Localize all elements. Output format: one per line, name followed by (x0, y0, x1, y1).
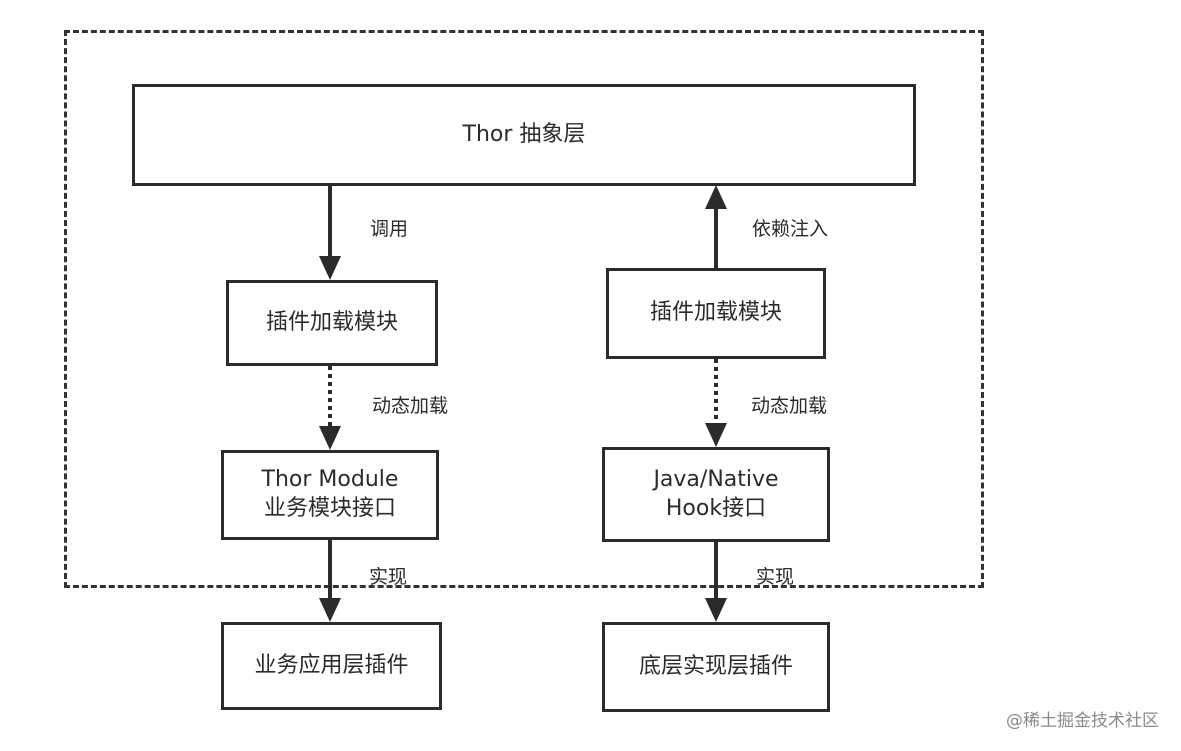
hook-interface-line2: Hook接口 (665, 495, 767, 521)
arrow-implement-left (319, 540, 341, 622)
hook-interface-box: Java/Native Hook接口 (602, 447, 830, 542)
arrow-dynamic-load-left (319, 366, 341, 450)
thor-module-interface-line2: 业务模块接口 (263, 496, 396, 521)
plugin-loader-right-label: 插件加载模块 (649, 300, 782, 326)
arrow-implement-right (705, 542, 727, 622)
business-plugin-label: 业务应用层插件 (254, 652, 409, 678)
thor-module-interface-line1: Thor Module (261, 467, 399, 493)
arrow-dynamic-load-right (705, 359, 727, 447)
plugin-loader-left-box: 插件加载模块 (226, 280, 438, 366)
low-level-plugin-label: 底层实现层插件 (638, 653, 793, 679)
dashed-boundary-frame (64, 30, 984, 588)
thor-module-interface-box: Thor Module 业务模块接口 (221, 450, 439, 540)
edge-label-implement-left: 实现 (369, 566, 408, 588)
plugin-loader-right-box: 插件加载模块 (606, 268, 826, 359)
edge-label-dependency-injection: 依赖注入 (752, 218, 829, 240)
hook-interface-line1: Java/Native (653, 466, 779, 492)
watermark-text: @稀土掘金技术社区 (1006, 711, 1159, 731)
arrow-dependency-injection (705, 185, 727, 268)
low-level-plugin-box: 底层实现层插件 (602, 622, 830, 712)
plugin-loader-left-label: 插件加载模块 (265, 309, 398, 335)
edge-label-dynamic-load-right: 动态加载 (751, 395, 828, 417)
edge-label-implement-right: 实现 (756, 566, 795, 588)
arrow-call (319, 185, 341, 280)
business-plugin-box: 业务应用层插件 (221, 622, 442, 710)
edge-label-dynamic-load-left: 动态加载 (372, 395, 449, 417)
thor-abstraction-layer-label: Thor 抽象层 (462, 121, 586, 147)
edge-label-call: 调用 (370, 218, 409, 240)
thor-abstraction-layer-box: Thor 抽象层 (132, 84, 916, 186)
